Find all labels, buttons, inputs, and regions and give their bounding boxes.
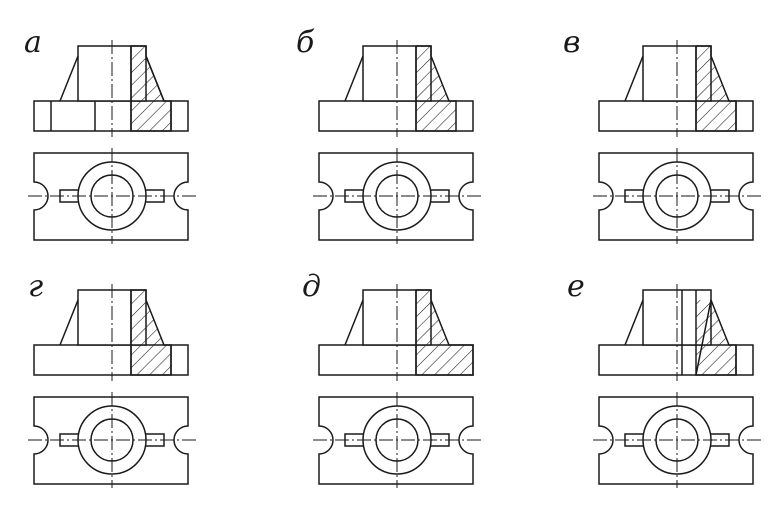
- panel-d: [313, 284, 481, 488]
- panel-label-d: д: [302, 269, 322, 304]
- top-view: [28, 392, 196, 488]
- front-view: [33, 284, 189, 381]
- top-view: [28, 148, 196, 244]
- panel-label-v: в: [563, 25, 581, 60]
- panel-label-g: г: [28, 269, 44, 304]
- panel-v: [593, 40, 761, 244]
- front-view: [598, 40, 754, 137]
- panel-a: [28, 40, 196, 244]
- top-view: [593, 392, 761, 488]
- panel-g: [28, 284, 196, 488]
- panel-b: [313, 40, 481, 244]
- panel-label-a: а: [24, 25, 42, 60]
- panel-label-e: е: [567, 269, 585, 304]
- top-view: [313, 148, 481, 244]
- front-view: [598, 284, 754, 381]
- front-view: [318, 284, 474, 381]
- top-view: [313, 392, 481, 488]
- front-view: [318, 40, 474, 137]
- front-view: [33, 40, 189, 137]
- panel-e: [593, 284, 761, 488]
- top-view: [593, 148, 761, 244]
- panel-label-b: б: [296, 25, 315, 60]
